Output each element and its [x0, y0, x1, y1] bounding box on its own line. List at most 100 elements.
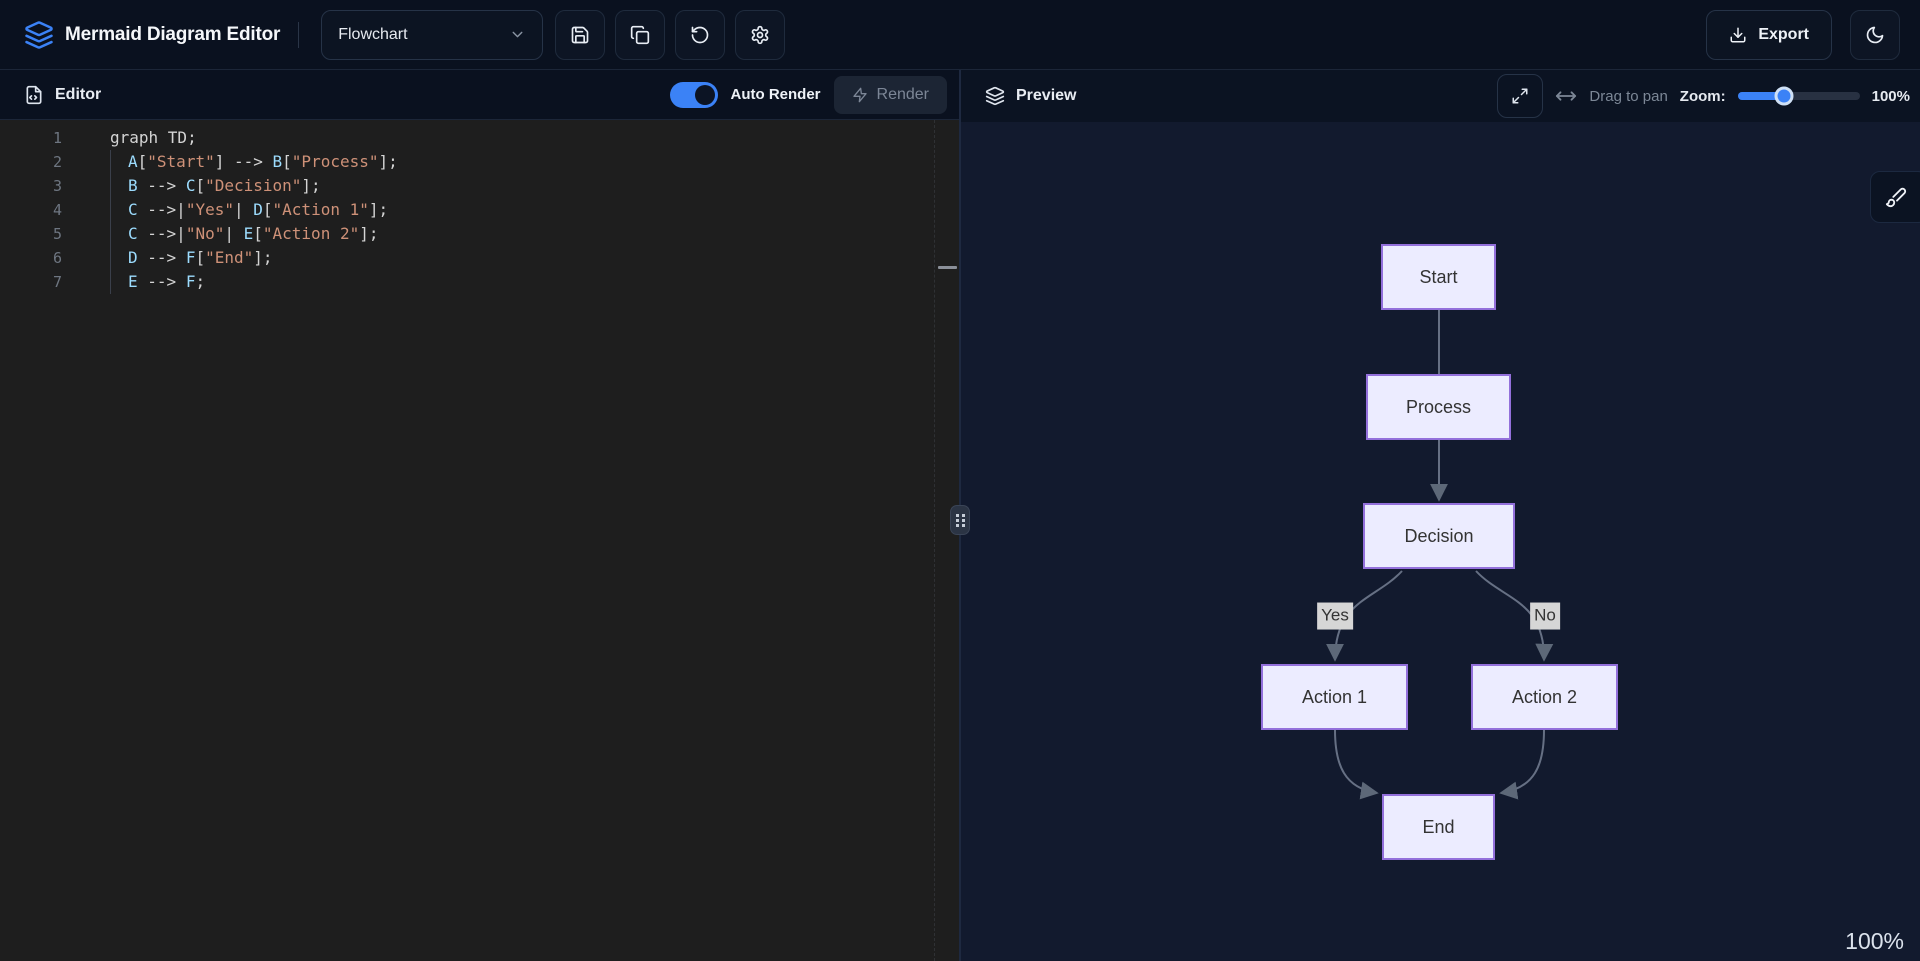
zoom-percentage-badge: 100% [1845, 928, 1904, 954]
indent-guide [110, 150, 128, 174]
token-node: B [128, 176, 138, 195]
zoom-label: Zoom: [1679, 87, 1726, 105]
token-plain: [ [253, 224, 263, 243]
editor-overview-ruler [934, 120, 935, 961]
token-node: C [128, 200, 138, 219]
layers-icon [985, 86, 1005, 106]
save-button[interactable] [555, 9, 606, 60]
token-plain: | [233, 200, 254, 219]
token-node: F [185, 248, 196, 267]
zoom-slider-thumb[interactable] [1774, 86, 1794, 106]
line-number: 1 [52, 129, 62, 147]
edge-action1-end [1334, 729, 1379, 800]
line-number: 3 [52, 177, 62, 195]
indent-guide [110, 198, 128, 222]
preview-toolbar: Drag to pan Zoom: 100% [1497, 74, 1914, 118]
paintbrush-icon [1885, 186, 1913, 208]
settings-button[interactable] [735, 9, 786, 60]
fullscreen-button[interactable] [1497, 74, 1544, 118]
token-string: "Action 1" [272, 200, 369, 219]
token-plain: [ [195, 176, 206, 195]
code-line-4[interactable]: 4 C -->|"Yes"| D["Action 1"]; [0, 198, 959, 222]
code-line-1[interactable]: 1 graph TD; [0, 126, 959, 150]
save-icon [570, 25, 590, 45]
token-plain: [ [137, 152, 148, 171]
diagram-node-process: Process [1366, 374, 1511, 440]
lightning-zap-icon [852, 87, 868, 103]
grip-dots-icon [955, 513, 965, 527]
theme-brush-button[interactable] [1870, 171, 1920, 223]
node-label: End [1422, 816, 1455, 837]
editor-header-right: Auto Render Render [669, 75, 947, 114]
indent-guide [110, 270, 128, 294]
token-plain: ]; [301, 176, 321, 195]
diagram-node-start: Start [1381, 244, 1496, 310]
code-content: C -->|"Yes"| D["Action 1"]; [110, 198, 388, 222]
token-node: E [128, 272, 138, 291]
editor-scrollbar-thumb[interactable] [938, 266, 957, 269]
edge-action2-end [1499, 729, 1545, 800]
edge-decision-action2 [1475, 570, 1554, 662]
topbar-right: Export [1706, 9, 1900, 60]
auto-render-label: Auto Render [730, 86, 821, 103]
move-horizontal-icon [1555, 85, 1577, 107]
diagram-node-action-2: Action 2 [1471, 664, 1618, 730]
diagram-node-end: End [1382, 794, 1495, 860]
token-plain: graph TD; [110, 128, 197, 147]
theme-toggle-button[interactable] [1850, 9, 1900, 60]
token-string: "Action 2" [262, 224, 360, 243]
chevron-down-icon [509, 26, 526, 43]
export-button[interactable]: Export [1706, 9, 1832, 60]
token-string: "Yes" [185, 200, 234, 219]
maximize-icon [1511, 87, 1529, 105]
topbar-divider [298, 21, 300, 48]
token-plain: [ [282, 152, 292, 171]
render-button[interactable]: Render [833, 75, 947, 114]
code-content: C -->|"No"| E["Action 2"]; [110, 222, 378, 246]
token-node: B [272, 152, 283, 171]
copy-button[interactable] [615, 9, 666, 60]
token-plain: ]; [378, 152, 398, 171]
token-node: D [253, 200, 263, 219]
line-number: 4 [52, 201, 62, 219]
token-string: "No" [185, 224, 225, 243]
node-label: Action 2 [1511, 686, 1578, 707]
preview-title: Preview [1016, 87, 1077, 104]
auto-render-toggle[interactable] [669, 81, 718, 108]
token-node: A [128, 152, 138, 171]
reset-button[interactable] [675, 9, 726, 60]
token-plain: --> [137, 272, 186, 291]
token-plain: ; [195, 272, 206, 291]
token-string: "Start" [147, 152, 215, 171]
code-content: E --> F; [110, 270, 205, 294]
diagram-type-select[interactable]: Flowchart [321, 9, 544, 60]
preview-title-group: Preview [985, 86, 1076, 106]
indent-guide [110, 246, 128, 270]
panel-splitter[interactable] [950, 70, 970, 961]
zoom-slider[interactable] [1737, 86, 1860, 106]
line-number: 2 [52, 153, 62, 171]
token-node: C [185, 176, 196, 195]
token-plain: ]; [359, 224, 379, 243]
token-plain: -->| [137, 224, 186, 243]
code-content: graph TD; [110, 126, 197, 150]
editor-title: Editor [55, 85, 102, 103]
token-node: C [128, 224, 138, 243]
moon-icon [1865, 25, 1885, 45]
topbar-iconbar [555, 9, 786, 60]
splitter-grip-handle[interactable] [950, 505, 970, 535]
edge-label-no: No [1530, 602, 1560, 630]
token-plain: --> [137, 248, 186, 267]
editor-title-group: Editor [24, 85, 101, 105]
drag-to-pan-hint: Drag to pan [1589, 87, 1668, 105]
edge-decision-action1 [1326, 570, 1403, 662]
token-plain: ]; [368, 200, 389, 219]
